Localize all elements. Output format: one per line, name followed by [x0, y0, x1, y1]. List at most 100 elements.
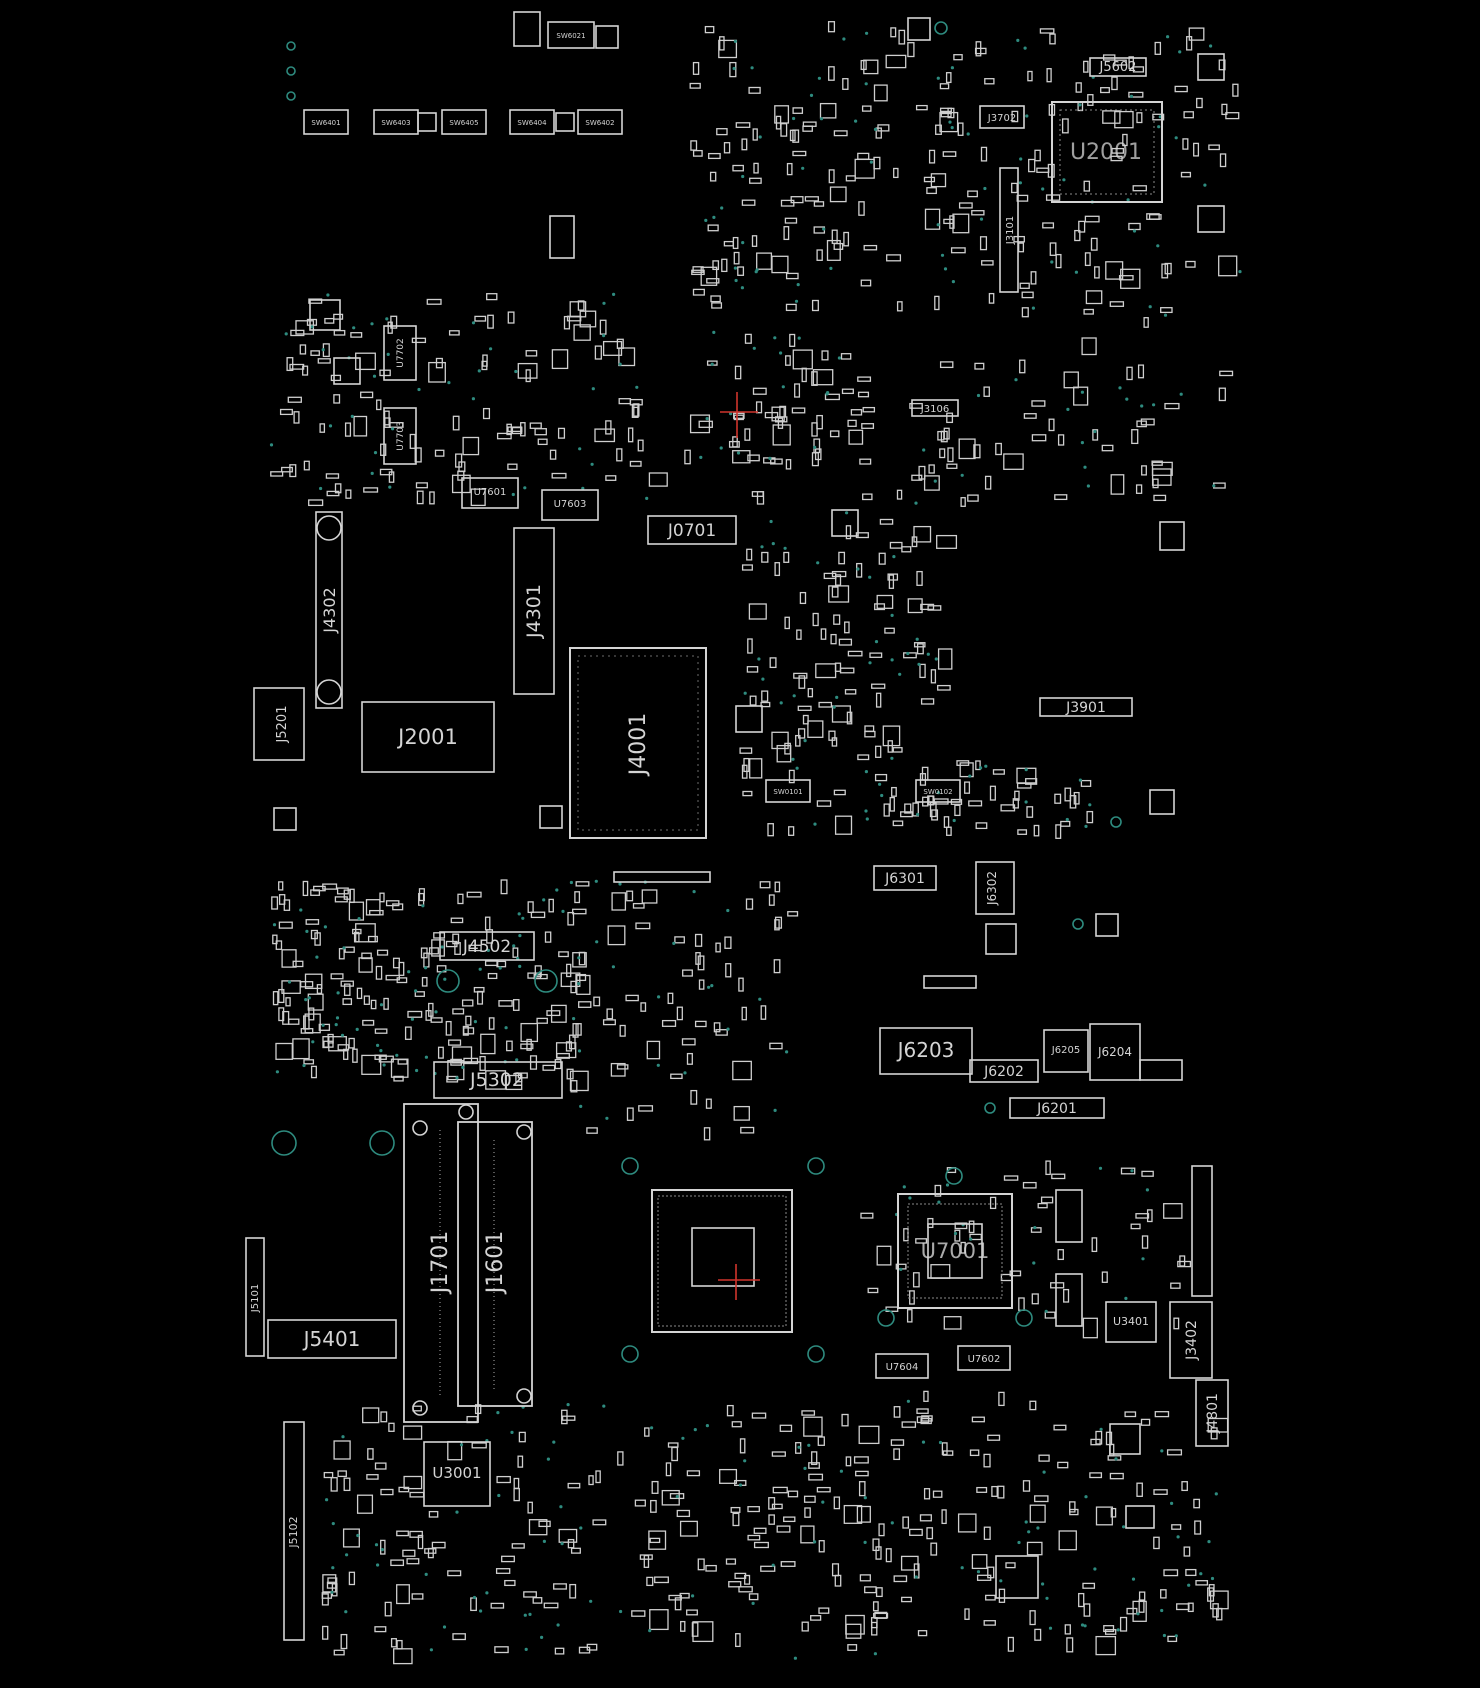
smd-part — [732, 1060, 752, 1081]
switch-sw0102[interactable] — [915, 779, 961, 803]
smd-part — [1057, 434, 1065, 446]
chip-u7602[interactable] — [957, 1345, 1011, 1371]
switch-sw6405[interactable] — [441, 109, 487, 135]
connector-j6202[interactable] — [969, 1059, 1039, 1083]
via — [771, 1563, 775, 1567]
connector-j5201[interactable] — [253, 687, 305, 761]
switch-sw0101[interactable] — [765, 779, 811, 803]
chip-u7601[interactable] — [461, 477, 519, 509]
connector-j4001[interactable] — [569, 647, 707, 839]
chip-u7604[interactable] — [875, 1353, 929, 1379]
smd-part — [921, 1415, 933, 1422]
smd-part — [362, 1019, 375, 1026]
via — [602, 334, 606, 338]
smd-part — [793, 672, 808, 679]
smd-part — [1221, 103, 1228, 116]
smd-part — [1166, 1449, 1183, 1456]
smd-part — [705, 1564, 717, 1572]
smd-part — [336, 887, 349, 895]
chip-u7001[interactable] — [897, 1193, 1013, 1309]
smd-part — [694, 933, 703, 947]
smd-part — [448, 1039, 462, 1046]
smd-part — [934, 295, 940, 311]
via — [712, 330, 716, 334]
smd-part — [777, 417, 784, 429]
smd-part — [1029, 1400, 1037, 1411]
via — [302, 1063, 306, 1068]
smd-part — [813, 438, 821, 454]
connector-j4302[interactable] — [315, 511, 343, 709]
via — [335, 1016, 340, 1020]
smd-part — [568, 1034, 576, 1050]
smd-part — [501, 1555, 515, 1563]
label-sw0101: SW0101 — [773, 788, 802, 796]
chip-u3401[interactable] — [1105, 1301, 1157, 1343]
via — [1238, 270, 1242, 274]
switch-sw6401[interactable] — [303, 109, 349, 135]
chip-u2001[interactable] — [1051, 101, 1163, 203]
connector-j1701[interactable] — [403, 1103, 479, 1423]
connector-j5302[interactable] — [433, 1061, 563, 1099]
via — [760, 545, 764, 549]
connector-j4301[interactable] — [513, 527, 555, 695]
connector-j5102[interactable] — [283, 1421, 305, 1641]
connector-j6301[interactable] — [873, 865, 937, 891]
via — [1025, 114, 1029, 118]
connector-j5101[interactable] — [245, 1237, 265, 1357]
smd-part — [875, 745, 882, 758]
smd-part — [281, 949, 297, 968]
smd-part — [707, 224, 719, 232]
connector-j4801[interactable] — [1195, 1379, 1229, 1447]
switch-sw6404[interactable] — [509, 109, 555, 135]
smd-part — [913, 525, 932, 543]
connector-j3106[interactable] — [911, 399, 959, 417]
connector-j4502[interactable] — [439, 931, 535, 961]
connector-j3901[interactable] — [1039, 697, 1133, 717]
smd-part — [725, 1558, 737, 1565]
smd-part — [637, 439, 644, 452]
smd-part — [975, 41, 982, 57]
connector-j0701[interactable] — [647, 515, 737, 545]
connector-j6203[interactable] — [879, 1027, 973, 1075]
smd-part — [748, 86, 761, 94]
smd-part — [893, 1406, 901, 1418]
connector-j6205[interactable] — [1043, 1029, 1089, 1073]
smd-part — [398, 961, 405, 976]
chip-u7702[interactable] — [383, 325, 417, 381]
smd-part — [1054, 793, 1062, 804]
via — [1098, 1166, 1103, 1170]
via — [1136, 1612, 1140, 1616]
connector-j3101[interactable] — [999, 167, 1019, 293]
smd-part — [997, 1485, 1005, 1499]
chip-u7603[interactable] — [541, 489, 599, 521]
connector-j6302[interactable] — [975, 861, 1015, 915]
switch-sw6021[interactable] — [547, 21, 595, 49]
connector-j6204[interactable] — [1089, 1023, 1141, 1081]
chip-u7703[interactable] — [383, 407, 417, 465]
via — [334, 1023, 338, 1027]
switch-sw6402[interactable] — [577, 109, 623, 135]
connector-j5602[interactable] — [1089, 57, 1147, 77]
smd-part — [975, 822, 988, 830]
smd-part — [1060, 820, 1071, 827]
via — [801, 166, 805, 170]
via — [589, 1599, 593, 1603]
smd-part — [406, 1558, 420, 1565]
connector-j3702[interactable] — [979, 105, 1025, 129]
via — [284, 332, 288, 336]
connector-j5401[interactable] — [267, 1319, 397, 1359]
chip-u3001[interactable] — [423, 1441, 491, 1507]
chip-cpu-bga[interactable] — [651, 1189, 793, 1333]
pad-square — [595, 25, 619, 49]
smd-part — [447, 1059, 465, 1081]
via — [569, 880, 574, 885]
connector-j3402[interactable] — [1169, 1301, 1213, 1379]
connector-j1601[interactable] — [457, 1121, 533, 1407]
smd-part — [1119, 1616, 1128, 1632]
connector-j2001[interactable] — [361, 701, 495, 773]
smd-part — [1045, 194, 1061, 201]
smd-part — [428, 361, 446, 383]
smd-part — [1105, 1431, 1113, 1446]
via — [542, 898, 546, 902]
connector-j6201[interactable] — [1009, 1097, 1105, 1119]
